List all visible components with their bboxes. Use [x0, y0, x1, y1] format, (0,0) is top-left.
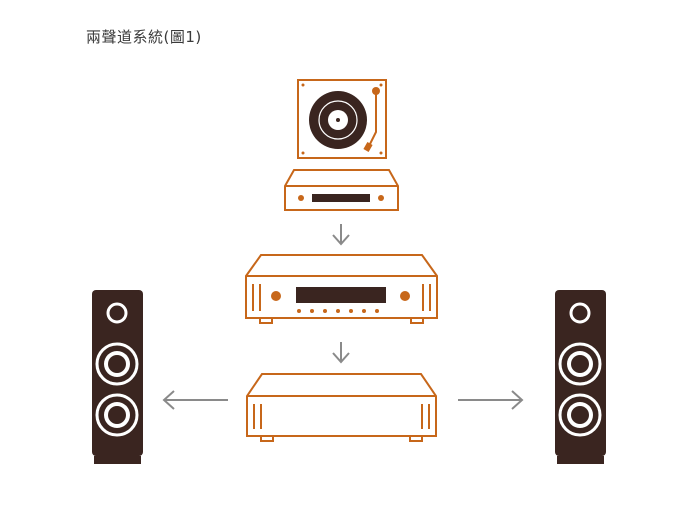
preamplifier-icon — [245, 254, 438, 324]
speaker-icon — [555, 290, 606, 464]
arrow-right-icon — [458, 390, 524, 410]
turntable-icon — [297, 79, 387, 159]
arrow-down-icon — [332, 342, 350, 364]
speaker-icon — [92, 290, 143, 464]
power-amplifier-icon — [246, 373, 437, 442]
arrow-down-icon — [332, 224, 350, 246]
diagram-title: 兩聲道系統(圖1) — [86, 28, 202, 46]
arrow-left-icon — [162, 390, 228, 410]
phono-preamp-icon — [284, 169, 399, 211]
